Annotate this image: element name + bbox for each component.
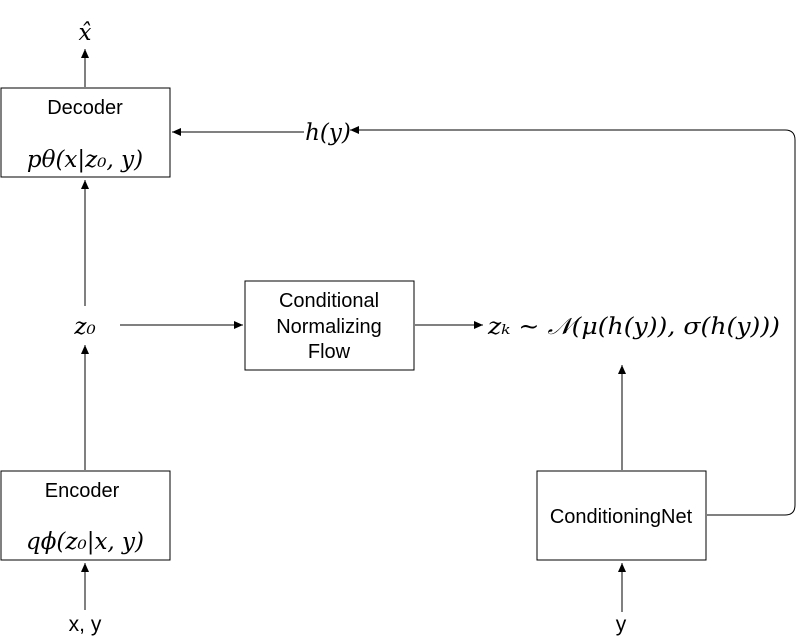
z0-label: z₀ (73, 314, 95, 340)
arrow-condnet-to-hy (350, 126, 796, 516)
conditioning-net-box (536, 470, 707, 561)
h-y-label: h(y) (305, 120, 351, 146)
encoder-title: Encoder (45, 480, 120, 502)
input-y-label: y (616, 613, 627, 636)
conditioning-net-title: ConditioningNet (550, 506, 693, 528)
x-hat-label: x̂ (79, 20, 92, 46)
decoder-formula: pθ(x|z₀, y) (27, 147, 143, 173)
flow-label-line3: Flow (308, 341, 351, 363)
flow-label-line1: Conditional (279, 290, 379, 312)
flow-label-line2: Normalizing (276, 316, 382, 338)
decoder-title: Decoder (47, 97, 123, 119)
input-xy-label: x, y (69, 613, 102, 636)
flow-box (244, 280, 415, 371)
zk-distribution-label: zₖ ∼ 𝒩(μ(h(y)), σ(h(y))) (487, 314, 780, 340)
encoder-box (0, 470, 171, 561)
decoder-box (0, 87, 171, 178)
encoder-formula: qϕ(z₀|x, y) (26, 529, 144, 555)
